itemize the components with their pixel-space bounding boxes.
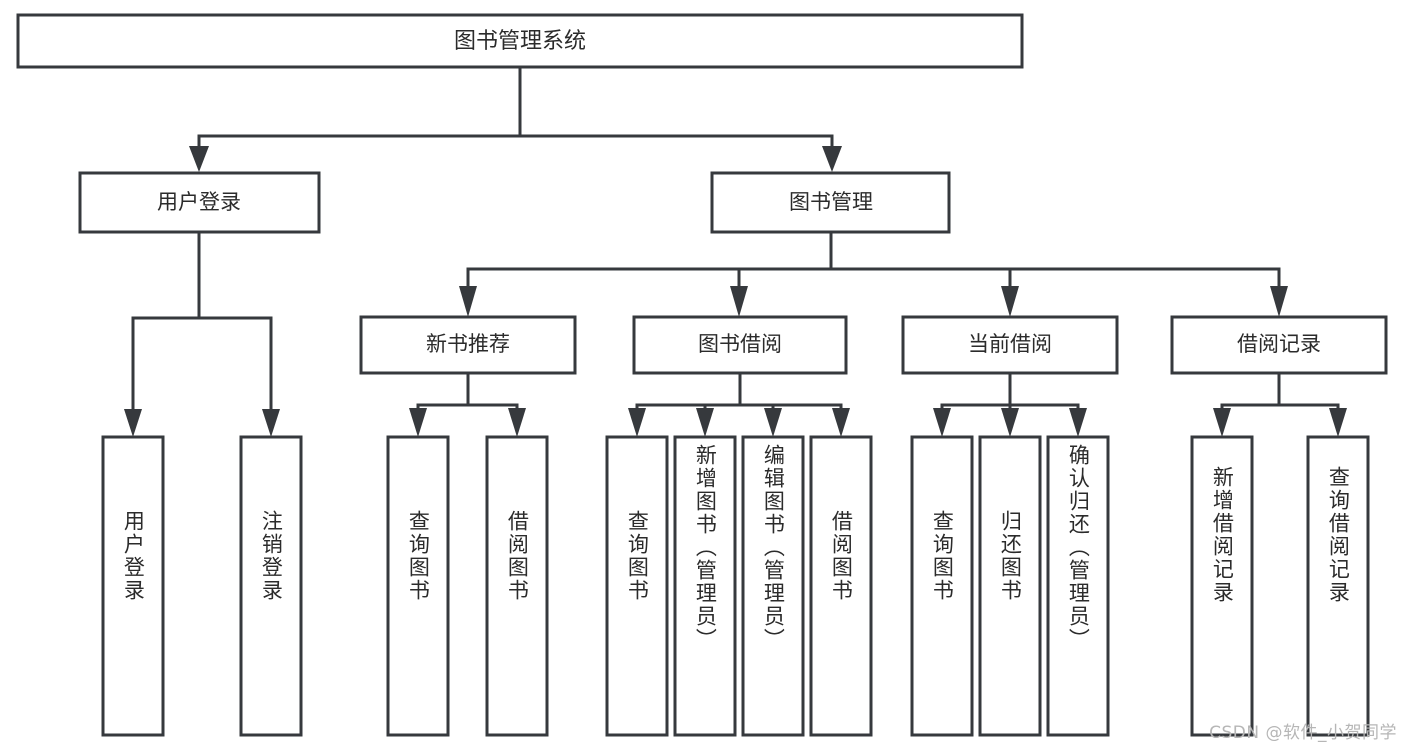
arrow-head-icon: [1001, 408, 1019, 437]
arrow-head-icon: [832, 408, 850, 437]
arrow-head-icon: [1213, 408, 1231, 437]
arrow-head-icon: [508, 408, 526, 437]
leaf-box-logout[interactable]: [239, 435, 303, 737]
new-book-recommend-label: 新书推荐: [426, 332, 510, 356]
arrow-head-icon: [124, 409, 142, 437]
leaf-box-nb-query-book[interactable]: [386, 435, 450, 737]
root-label: 图书管理系统: [454, 29, 586, 54]
arrow-head-icon: [409, 408, 427, 437]
leaf-box-bb-edit-book[interactable]: [741, 435, 805, 737]
connector-root-to-level2: [189, 65, 842, 172]
node-book-borrow[interactable]: 图书借阅: [632, 315, 848, 375]
arrow-head-icon: [696, 408, 714, 437]
arrow-head-icon: [822, 146, 842, 172]
current-borrow-label: 当前借阅: [968, 332, 1052, 356]
connector-bookborrow-to-leaves: [628, 371, 850, 437]
leaf-box-cb-query-book[interactable]: [910, 435, 974, 737]
leaf-box-bb-borrow-book[interactable]: [809, 435, 873, 737]
arrow-head-icon: [459, 286, 477, 317]
leaf-box-cb-return-book[interactable]: [978, 435, 1042, 737]
arrow-head-icon: [189, 146, 209, 172]
node-current-borrow[interactable]: 当前借阅: [901, 315, 1119, 375]
leaf-box-cb-confirm-return[interactable]: [1046, 435, 1110, 737]
node-user-login[interactable]: 用户登录: [78, 171, 321, 234]
book-manage-label: 图书管理: [789, 190, 873, 214]
arrow-head-icon: [1329, 408, 1347, 437]
arrow-head-icon: [1270, 286, 1288, 317]
connector-bookmanage-to-level3: [459, 230, 1288, 317]
leaf-box-nb-borrow-book[interactable]: [485, 435, 549, 737]
arrow-head-icon: [764, 408, 782, 437]
root-box: [16, 13, 1024, 69]
arrow-head-icon: [1001, 286, 1019, 317]
leaf-box-bb-add-book[interactable]: [673, 435, 737, 737]
node-borrow-record[interactable]: 借阅记录: [1170, 315, 1388, 375]
watermark-text: CSDN @软件_小贺同学: [1209, 723, 1397, 743]
book-borrow-label: 图书借阅: [698, 332, 782, 356]
new-book-recommend-box: [359, 315, 577, 375]
arrow-head-icon: [730, 286, 748, 317]
borrow-record-label: 借阅记录: [1237, 332, 1321, 356]
current-borrow-box: [901, 315, 1119, 375]
node-new-book-recommend[interactable]: 新书推荐: [359, 315, 577, 375]
connector-currentborrow-to-leaves: [933, 371, 1087, 437]
arrow-head-icon: [1069, 408, 1087, 437]
leaf-box-bb-query-book[interactable]: [605, 435, 669, 737]
user-login-label: 用户登录: [157, 190, 241, 214]
arrow-head-icon: [262, 409, 280, 437]
connector-borrowrecord-to-leaves: [1213, 371, 1347, 437]
leaf-box-br-query-record[interactable]: [1306, 435, 1370, 737]
connector-newbook-to-leaves: [409, 371, 526, 437]
connector-userlogin-to-leaves: [124, 230, 280, 437]
arrow-head-icon: [933, 408, 951, 437]
node-book-manage[interactable]: 图书管理: [710, 171, 951, 234]
node-root[interactable]: 图书管理系统: [16, 13, 1024, 69]
user-login-box: [78, 171, 321, 234]
leaf-box-user-login[interactable]: [101, 435, 165, 737]
leaf-box-br-add-record[interactable]: [1190, 435, 1254, 737]
arrow-head-icon: [628, 408, 646, 437]
